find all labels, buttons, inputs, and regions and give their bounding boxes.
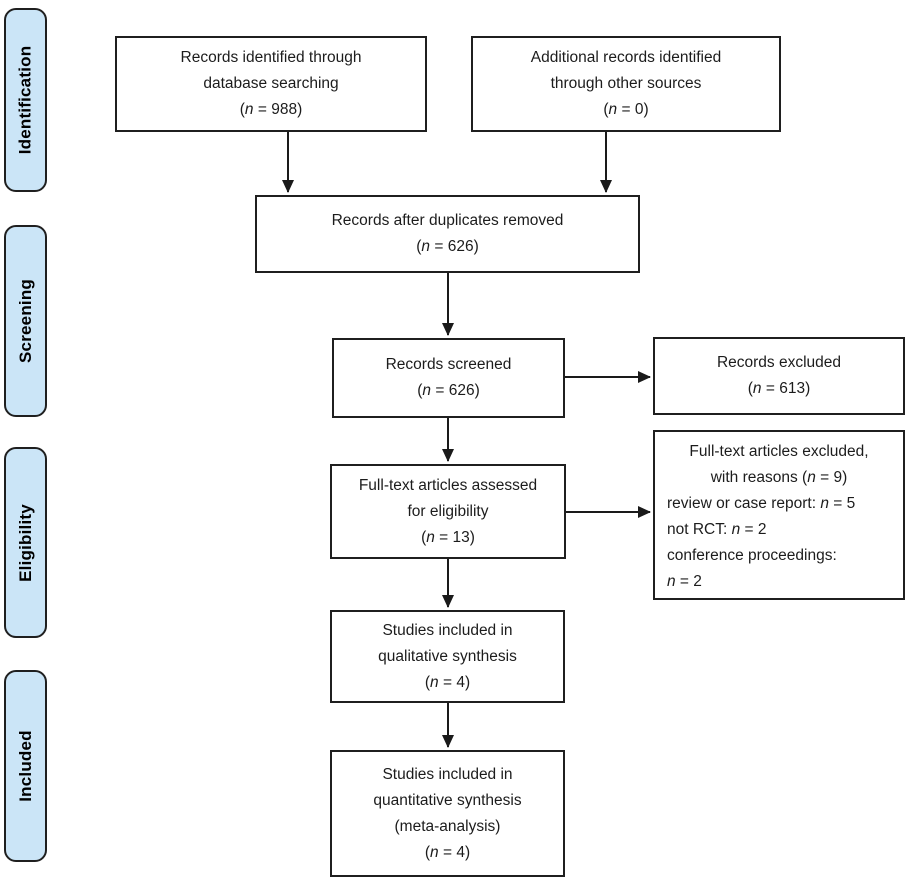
box-line: Full-text articles assessed bbox=[358, 476, 538, 494]
box-records-after-duplicates-removed: Records after duplicates removed (n = 626… bbox=[255, 195, 640, 273]
stage-label-eligibility: Eligibility bbox=[4, 447, 47, 638]
box-line: Full-text articles excluded, bbox=[689, 443, 869, 460]
stage-label-included-text: Included bbox=[15, 730, 35, 802]
box-line: (n = 4) bbox=[424, 843, 471, 861]
box-line: Records after duplicates removed bbox=[331, 212, 564, 229]
box-line: with reasons (n = 9) bbox=[710, 469, 848, 486]
box-line: conference proceedings: bbox=[667, 547, 837, 564]
box-line: (n = 626) bbox=[416, 238, 479, 255]
box-line: review or case report: n = 5 bbox=[667, 495, 856, 512]
box-line: (n = 0) bbox=[603, 101, 649, 118]
stage-label-screening: Screening bbox=[4, 225, 47, 417]
box-line: (n = 13) bbox=[421, 528, 475, 546]
stage-label-eligibility-text: Eligibility bbox=[15, 503, 35, 582]
box-line: (n = 613) bbox=[747, 380, 811, 397]
box-line: through other sources bbox=[550, 75, 702, 92]
box-line: (n = 626) bbox=[417, 382, 480, 399]
box-studies-qualitative-synthesis: Studies included in qualitative synthesis… bbox=[330, 610, 565, 703]
box-line: (n = 4) bbox=[424, 673, 471, 691]
box-line: Records identified through bbox=[180, 49, 362, 66]
stage-label-identification: Identification bbox=[4, 8, 47, 192]
stage-label-screening-text: Screening bbox=[15, 279, 35, 363]
box-fulltext-articles-excluded: Full-text articles excluded, with reasons… bbox=[653, 430, 905, 600]
box-additional-records-other-sources: Additional records identified through oth… bbox=[471, 36, 781, 132]
box-line: Records screened bbox=[385, 356, 512, 373]
box-line: n = 2 bbox=[667, 573, 702, 590]
box-records-screened: Records screened (n = 626) bbox=[332, 338, 565, 418]
box-line: Additional records identified bbox=[530, 49, 722, 66]
box-fulltext-articles-assessed: Full-text articles assessed for eligibili… bbox=[330, 464, 566, 559]
box-line: quantitative synthesis bbox=[373, 791, 522, 809]
box-line: Studies included in bbox=[382, 621, 513, 639]
box-records-identified-database: Records identified through database searc… bbox=[115, 36, 427, 132]
box-line: Records excluded bbox=[716, 354, 842, 371]
box-line: (meta-analysis) bbox=[394, 817, 501, 835]
box-line: database searching bbox=[203, 75, 339, 92]
box-line: Studies included in bbox=[382, 765, 513, 783]
stage-label-identification-text: Identification bbox=[15, 45, 35, 155]
stage-label-included: Included bbox=[4, 670, 47, 862]
box-studies-quantitative-synthesis: Studies included in quantitative synthesi… bbox=[330, 750, 565, 877]
box-line: qualitative synthesis bbox=[378, 647, 517, 665]
box-records-excluded: Records excluded (n = 613) bbox=[653, 337, 905, 415]
box-line: (n = 988) bbox=[239, 101, 303, 118]
box-line: for eligibility bbox=[407, 502, 489, 520]
box-line: not RCT: n = 2 bbox=[667, 521, 767, 538]
fulltext-excluded-reason-lines: review or case report: n = 5 not RCT: n =… bbox=[667, 491, 891, 595]
fulltext-excluded-centered-lines: Full-text articles excluded, with reasons… bbox=[667, 439, 891, 491]
